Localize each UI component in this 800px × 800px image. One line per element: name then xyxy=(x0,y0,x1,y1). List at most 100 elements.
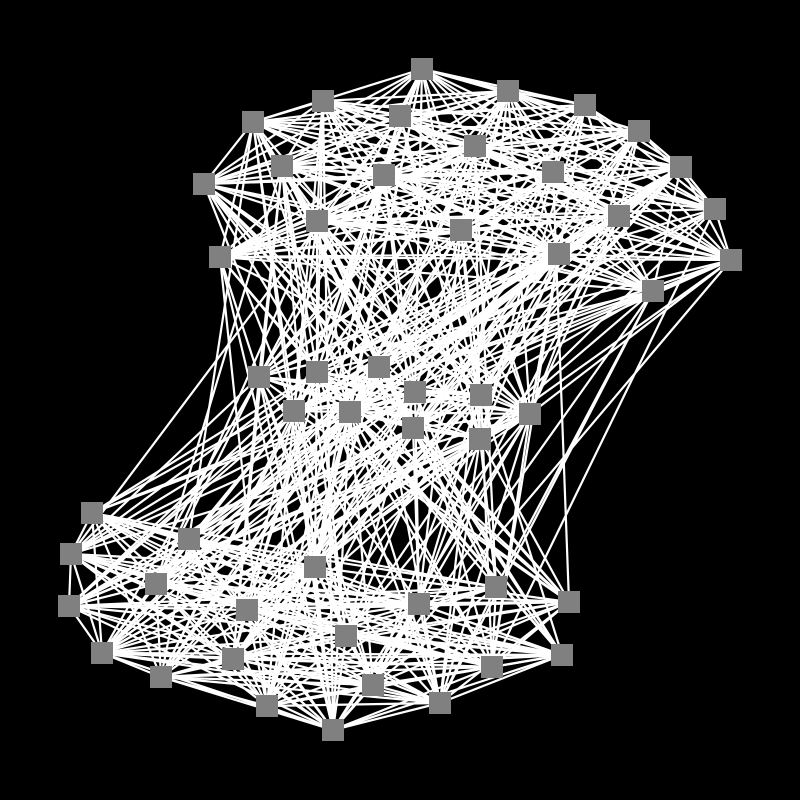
bottom-cluster-node-18 xyxy=(178,528,200,550)
graph-edge xyxy=(382,173,561,256)
bottom-cluster-node-11 xyxy=(485,576,507,598)
top-cluster-node-20 xyxy=(306,210,328,232)
graph-edge xyxy=(321,99,655,293)
graph-edge xyxy=(490,412,532,669)
graph-edge xyxy=(154,582,421,606)
graph-edge xyxy=(528,214,621,416)
graph-edge xyxy=(257,173,386,379)
graph-edge xyxy=(154,582,564,657)
graph-edge xyxy=(459,228,532,416)
bottom-cluster-node-9 xyxy=(551,644,573,666)
bottom-cluster-node-0 xyxy=(81,502,103,524)
bottom-cluster-node-3 xyxy=(91,642,113,664)
graph-edge xyxy=(257,170,555,379)
graph-edge xyxy=(231,634,348,661)
graph-edge xyxy=(398,89,510,118)
graph-edge xyxy=(321,99,641,133)
top-cluster-node-4 xyxy=(670,156,692,178)
graph-edge xyxy=(490,207,717,669)
graph-edge xyxy=(251,103,587,124)
graph-edge xyxy=(331,602,421,732)
graph-edge xyxy=(90,370,319,515)
graph-edge xyxy=(265,600,571,708)
middle-cluster-node-8 xyxy=(339,401,361,423)
graph-edge xyxy=(187,537,498,589)
top-cluster-node-5 xyxy=(704,198,726,220)
graph-edge xyxy=(371,585,498,687)
top-cluster-node-3 xyxy=(628,120,650,142)
graph-edge xyxy=(67,409,296,608)
graph-edge xyxy=(245,608,442,705)
bottom-cluster-node-14 xyxy=(362,674,384,696)
graph-edge xyxy=(245,410,352,612)
graph-edge xyxy=(187,537,269,708)
graph-edge xyxy=(348,410,532,416)
graph-edge xyxy=(100,651,564,657)
graph-edge xyxy=(506,89,532,416)
graph-edge xyxy=(438,653,564,705)
bottom-cluster-node-5 xyxy=(256,695,278,717)
graph-edge xyxy=(245,565,317,612)
graph-edge xyxy=(154,164,284,586)
top-cluster-node-10 xyxy=(542,161,564,183)
graph-edge xyxy=(245,608,564,657)
graph-edge xyxy=(218,255,261,379)
bottom-cluster-node-15 xyxy=(222,648,244,670)
graph-edge xyxy=(159,675,335,732)
graph-edge xyxy=(90,511,104,655)
graph-edge xyxy=(478,437,571,604)
bottom-cluster-node-8 xyxy=(481,656,503,678)
graph-edge xyxy=(617,214,655,293)
graph-edge xyxy=(154,582,571,604)
graph-edge xyxy=(315,170,555,223)
graph-edge xyxy=(202,182,319,223)
graph-edge xyxy=(100,651,235,661)
graph-edge xyxy=(251,120,386,177)
graph-edge xyxy=(371,289,655,687)
graph-edge xyxy=(280,164,386,177)
graph-edge xyxy=(313,565,571,604)
top-cluster-node-2 xyxy=(574,94,596,116)
graph-edge xyxy=(159,657,235,679)
graph-edge xyxy=(257,214,621,379)
graph-edge xyxy=(398,114,561,256)
graph-edge xyxy=(69,552,494,669)
graph-edge xyxy=(490,653,564,669)
middle-cluster-node-3 xyxy=(404,381,426,403)
middle-cluster-node-6 xyxy=(469,428,491,450)
graph-edge xyxy=(315,370,483,397)
graph-edge xyxy=(371,665,494,687)
graph-edge xyxy=(321,99,386,177)
bottom-cluster-node-6 xyxy=(322,719,344,741)
graph-edge xyxy=(398,114,483,397)
top-cluster-node-8 xyxy=(548,243,570,265)
top-cluster-node-17 xyxy=(271,155,293,177)
graph-edge xyxy=(202,114,402,186)
graph-edge xyxy=(344,634,564,657)
top-cluster-node-14 xyxy=(242,111,264,133)
graph-edge xyxy=(67,582,158,608)
graph-edge xyxy=(438,437,482,705)
graph-edge xyxy=(315,219,352,414)
graph-edge xyxy=(187,409,296,541)
graph-edge xyxy=(231,600,571,661)
graph-edge xyxy=(231,653,564,661)
middle-cluster-node-4 xyxy=(470,384,492,406)
graph-edge xyxy=(331,665,494,732)
graph-edge xyxy=(313,565,421,606)
graph-edge xyxy=(69,552,104,655)
graph-edge xyxy=(528,258,733,416)
graph-edge xyxy=(315,219,532,416)
bottom-cluster-node-12 xyxy=(408,593,430,615)
graph-edge xyxy=(245,608,348,638)
middle-cluster-node-9 xyxy=(283,400,305,422)
graph-edge xyxy=(154,582,163,679)
graph-edge xyxy=(265,634,348,708)
graph-edge xyxy=(187,537,348,638)
graph-edge xyxy=(257,375,483,397)
graph-edge xyxy=(187,537,249,612)
middle-cluster-node-0 xyxy=(248,366,270,388)
graph-edge xyxy=(251,120,641,133)
graph-edge xyxy=(231,657,335,732)
